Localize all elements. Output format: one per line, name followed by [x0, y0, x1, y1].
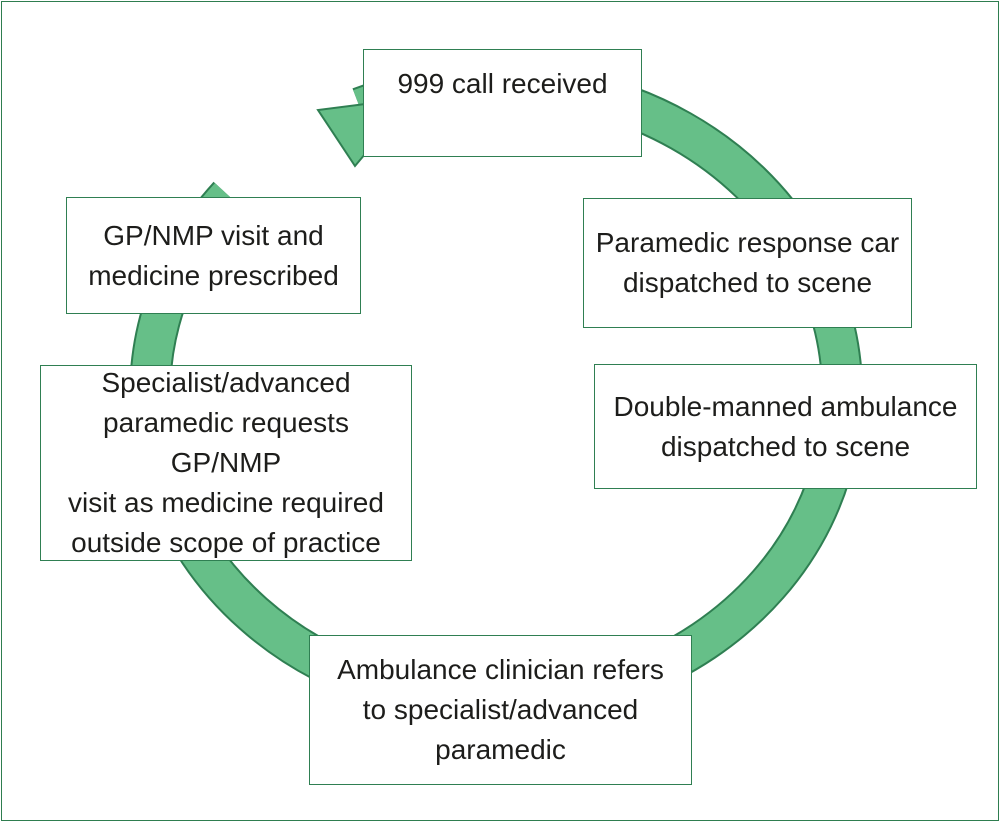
- step-clinician-refers: Ambulance clinician refers to specialist…: [309, 635, 692, 785]
- step-double-manned-ambulance: Double-manned ambulance dispatched to sc…: [594, 364, 977, 489]
- step-gp-visit-prescribed: GP/NMP visit and medicine prescribed: [66, 197, 361, 314]
- step-paramedic-response-car: Paramedic response car dispatched to sce…: [583, 198, 912, 328]
- step-specialist-requests-gp: Specialist/advanced paramedic requests G…: [40, 365, 412, 561]
- step-999-call-received: 999 call received: [363, 49, 642, 157]
